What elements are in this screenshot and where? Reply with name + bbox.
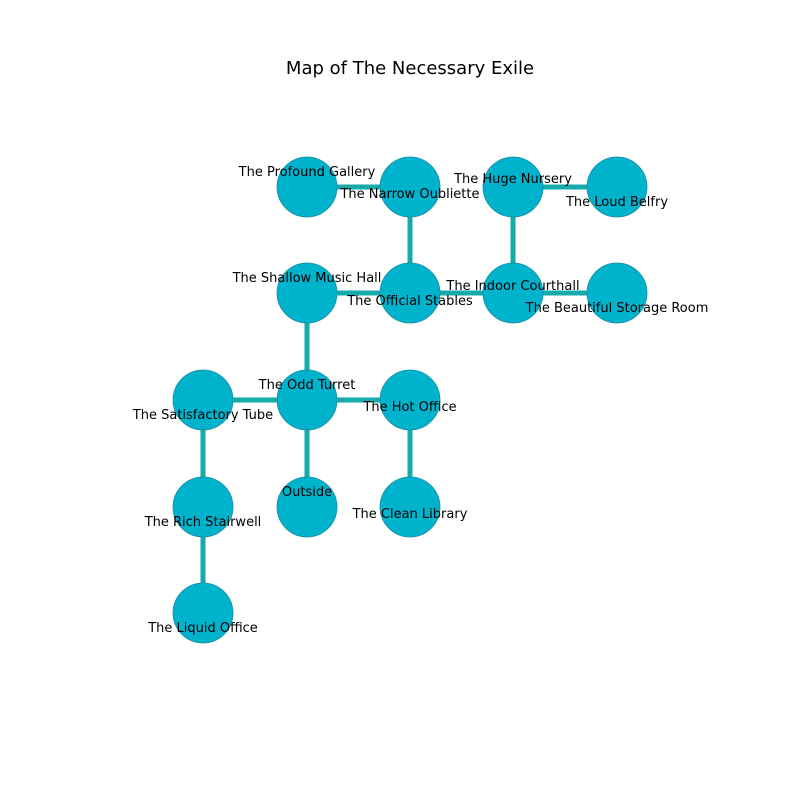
room-node-official_stables <box>379 262 441 324</box>
room-label-outside: Outside <box>282 485 332 500</box>
room-node-beautiful_storage_room <box>586 262 648 324</box>
room-label-indoor_courthall: The Indoor Courthall <box>445 279 579 294</box>
room-node-hot_office <box>379 369 441 431</box>
room-node-narrow_oubliette <box>379 156 441 218</box>
room-label-odd_turret: The Odd Turret <box>258 378 356 393</box>
room-layer <box>172 156 648 644</box>
room-label-profound_gallery: The Profound Gallery <box>238 165 376 180</box>
room-label-satisfactory_tube: The Satisfactory Tube <box>132 408 273 423</box>
room-node-outside <box>276 476 338 538</box>
room-node-profound_gallery <box>276 156 338 218</box>
room-node-indoor_courthall <box>482 262 544 324</box>
room-node-odd_turret <box>276 369 338 431</box>
room-node-rich_stairwell <box>172 476 234 538</box>
room-node-liquid_office <box>172 582 234 644</box>
room-label-official_stables: The Official Stables <box>346 294 473 309</box>
room-label-huge_nursery: The Huge Nursery <box>453 172 572 187</box>
room-label-hot_office: The Hot Office <box>362 400 456 415</box>
room-node-satisfactory_tube <box>172 369 234 431</box>
room-label-shallow_music_hall: The Shallow Music Hall <box>232 271 382 286</box>
room-label-liquid_office: The Liquid Office <box>147 621 258 636</box>
room-label-loud_belfry: The Loud Belfry <box>565 195 668 210</box>
room-label-narrow_oubliette: The Narrow Oubliette <box>339 187 479 202</box>
room-node-shallow_music_hall <box>276 262 338 324</box>
room-label-rich_stairwell: The Rich Stairwell <box>144 515 262 530</box>
room-node-clean_library <box>379 476 441 538</box>
room-label-clean_library: The Clean Library <box>352 507 468 522</box>
room-node-huge_nursery <box>482 156 544 218</box>
room-node-loud_belfry <box>586 156 648 218</box>
room-label-beautiful_storage_room: The Beautiful Storage Room <box>525 301 709 316</box>
map-title: Map of The Necessary Exile <box>286 58 534 79</box>
